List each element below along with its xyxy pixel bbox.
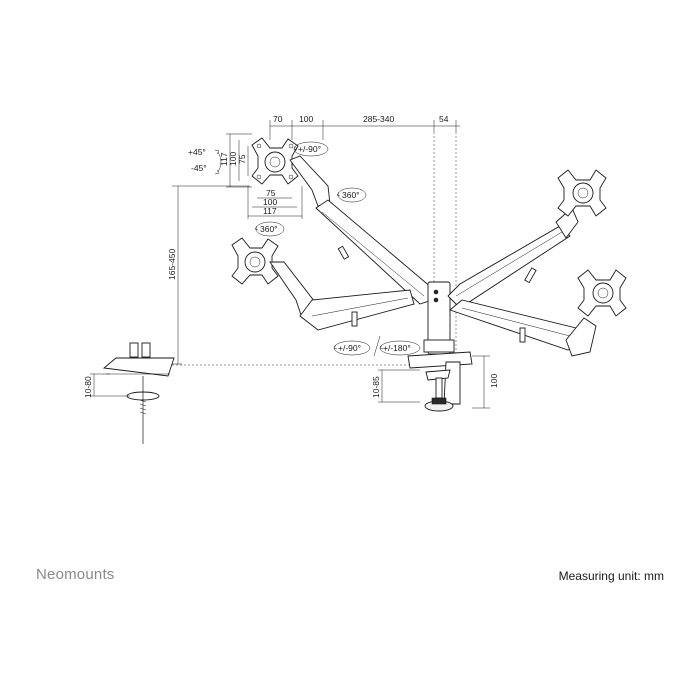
swivel-90-bottom-label: +/-90° [338,343,361,353]
desk-clamp [407,351,473,412]
vesa-plate-lower-left [231,237,279,285]
dim-54: 54 [439,114,449,124]
tilt-up-label: +45° [188,147,206,157]
rotation-badge-swivel-180 [379,340,421,356]
upper-right-arm [447,207,579,309]
dim-10-85: 10-85 [371,376,381,398]
dim-100: 100 [299,114,313,124]
dim-165-450: 165-450 [167,249,177,280]
lower-right-arm [449,299,597,357]
dim-10-80: 10-80 [83,376,93,398]
swivel-180-label: +/-180° [383,343,411,353]
upper-left-arm [289,155,433,305]
dim-vesa-100-v: 100 [228,152,238,166]
swivel-90-top-label: +/-90° [298,144,321,154]
vesa-horizontal-dims [247,186,303,219]
lower-left-arm [269,261,415,331]
dim-vesa-75-v: 75 [237,154,247,164]
badge-separator [373,335,381,357]
dim-vesa-117-h: 117 [263,206,277,216]
height-dimension-line [160,185,420,366]
dim-285-340: 285-340 [363,114,394,124]
vesa-plate-lower-right [577,269,627,317]
brand-logo: Neomounts [36,566,115,583]
rotate-360-top-label: 360° [342,190,360,200]
vesa-vertical-dims [226,133,252,188]
rotation-badge-360-top [336,187,367,203]
vesa-plate-upper-right [557,169,607,217]
tilt-indicator [214,149,222,175]
rotate-360-left-label: 360° [260,224,278,234]
dim-vesa-75-h: 75 [266,188,276,198]
rotation-badge-360-left [254,221,285,237]
central-pole [423,281,455,355]
rotation-badge-swivel-top [293,141,329,157]
vesa-plate-top-left [251,137,299,185]
rotation-badge-swivel-bottom [333,340,371,356]
dim-vesa-100-h: 100 [263,197,277,207]
grommet-mount [102,342,175,444]
dim-clamp-100: 100 [489,374,499,388]
measuring-unit-note: Measuring unit: mm [558,569,664,583]
dim-vesa-117-v: 117 [219,152,229,166]
tilt-down-label: -45° [191,163,207,173]
clamp-dimension-lines [378,355,490,409]
dim-70: 70 [273,114,283,124]
grommet-dimension-lines [90,373,130,397]
